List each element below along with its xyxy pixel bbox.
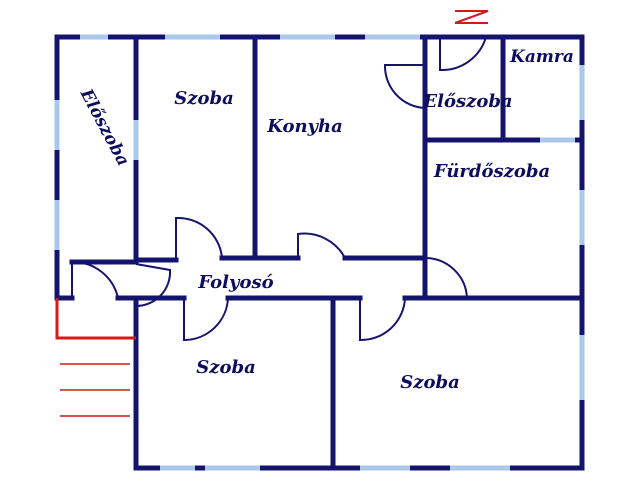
windows <box>54 34 585 471</box>
room-label-kamra: Kamra <box>509 47 574 67</box>
door-furdoszoba <box>424 256 469 299</box>
room-label-szoba-top: Szoba <box>174 88 233 109</box>
door-entry <box>71 260 119 299</box>
room-label-furdoszoba: Fürdőszoba <box>433 161 550 182</box>
door-szoba-bottom-right <box>359 297 406 342</box>
room-label-szoba-bottom-right: Szoba <box>400 372 459 393</box>
room-label-szoba-bottom-left: Szoba <box>196 357 255 378</box>
north-compass-icon <box>454 10 489 24</box>
door-szoba-bottom-left <box>183 297 229 342</box>
room-label-eloszoba-right: Előszoba <box>422 91 512 112</box>
door-szoba-top <box>175 216 223 260</box>
room-label-eloszoba-left: Előszoba <box>75 85 133 170</box>
door-eloszoba-right <box>383 64 426 109</box>
doors <box>71 36 487 342</box>
door-konyha <box>297 232 346 259</box>
stairs <box>60 363 130 417</box>
room-label-konyha: Konyha <box>266 116 343 137</box>
room-label-folyoso: Folyosó <box>197 272 273 293</box>
door-kamra <box>439 36 487 72</box>
entrance-outline <box>55 298 136 340</box>
door-eloszoba-corridor <box>135 263 172 308</box>
